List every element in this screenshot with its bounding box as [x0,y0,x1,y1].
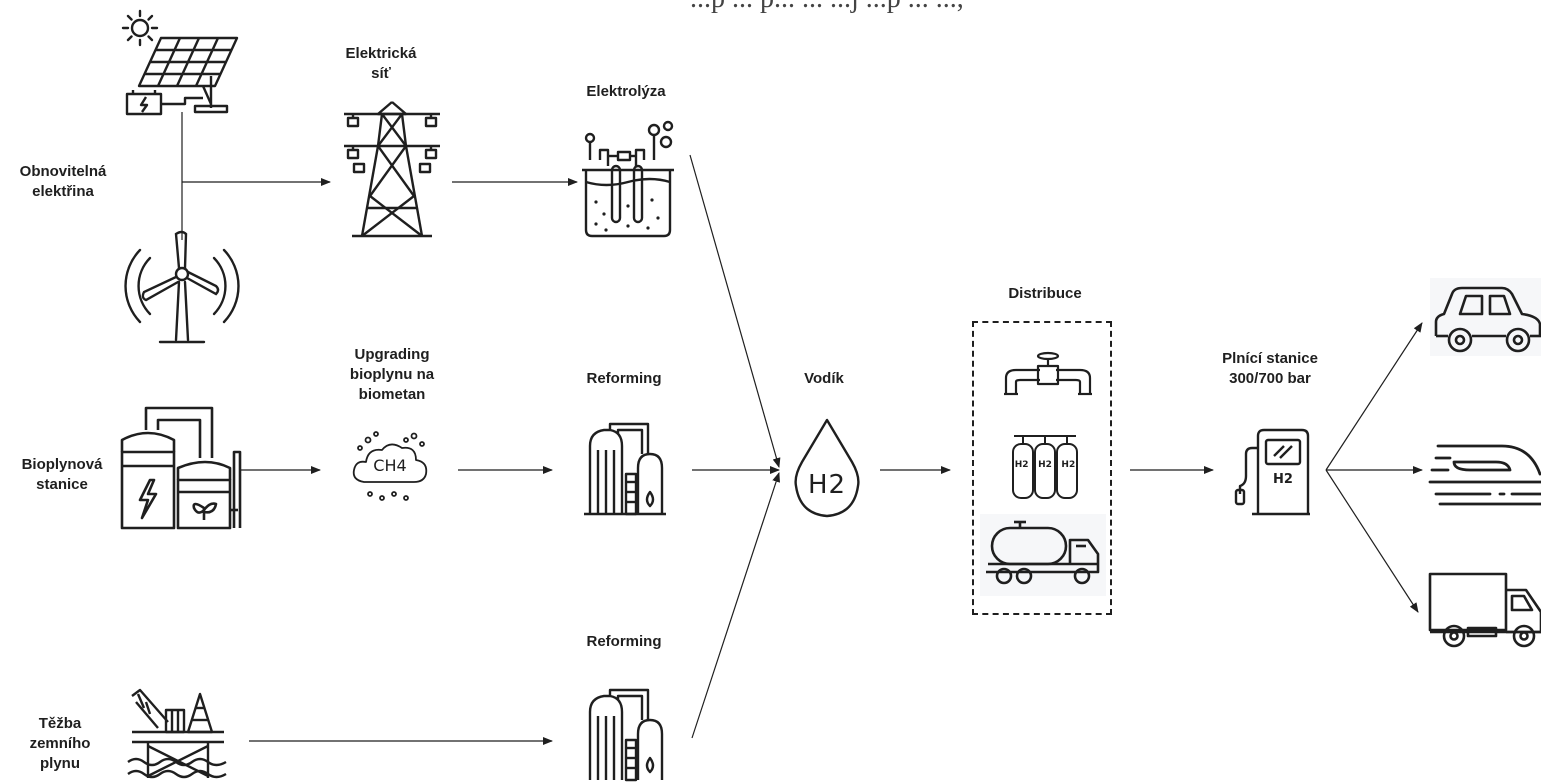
truck-icon [1428,572,1541,656]
header-fragment: ...p ... p... ... ...j ...p ... ..., [690,0,964,15]
station-to-truck-arrow [1325,469,1419,613]
sun-icon [120,8,160,48]
reformer-icon-bottom [584,686,666,782]
label-reforming-bottom: Reforming [586,633,662,650]
label-hydrogen: Vodík [804,370,844,387]
label-station: Plnící stanice 300/700 bar [1222,350,1318,387]
solar-panel-icon [125,36,250,118]
reformer-icon-top [584,420,666,516]
tanker-truck-icon [984,520,1102,586]
train-icon [1428,440,1541,510]
electrolysis-to-hydrogen-arrow [689,154,781,468]
station-to-car-arrow [1325,322,1423,471]
distribution-panel [972,321,1112,615]
power-pylon-icon [342,100,442,240]
reforming-bottom-to-hydrogen-arrow [691,472,780,739]
biogas-plant-icon [118,400,242,532]
hydrogen-drop-icon: H2 [790,416,864,520]
label-upgrading: Upgrading bioplynu na biometan [349,346,435,403]
label-gas-mining: Těžba zemního plynu [29,715,91,772]
methane-cloud-icon: CH4 [350,430,432,502]
gas-platform-icon [127,688,228,779]
label-renewable: Obnovitelná elektřina [19,163,107,200]
label-grid: Elektrická síť [345,45,417,82]
label-biogas: Bioplynová stanice [21,456,103,493]
pump-label: H2 [1273,472,1293,487]
label-electrolysis: Elektrolýza [586,83,666,100]
hydrogen-pump-icon: H2 [1234,428,1312,516]
electrolysis-icon [582,118,678,238]
pipeline-icon [1004,350,1092,398]
label-reforming-top: Reforming [586,370,662,387]
methane-formula: CH4 [373,456,407,475]
wind-turbine-icon [124,228,240,346]
car-icon [1430,286,1541,356]
hydrogen-formula: H2 [807,470,847,500]
label-distribution: Distribuce [1008,285,1082,302]
